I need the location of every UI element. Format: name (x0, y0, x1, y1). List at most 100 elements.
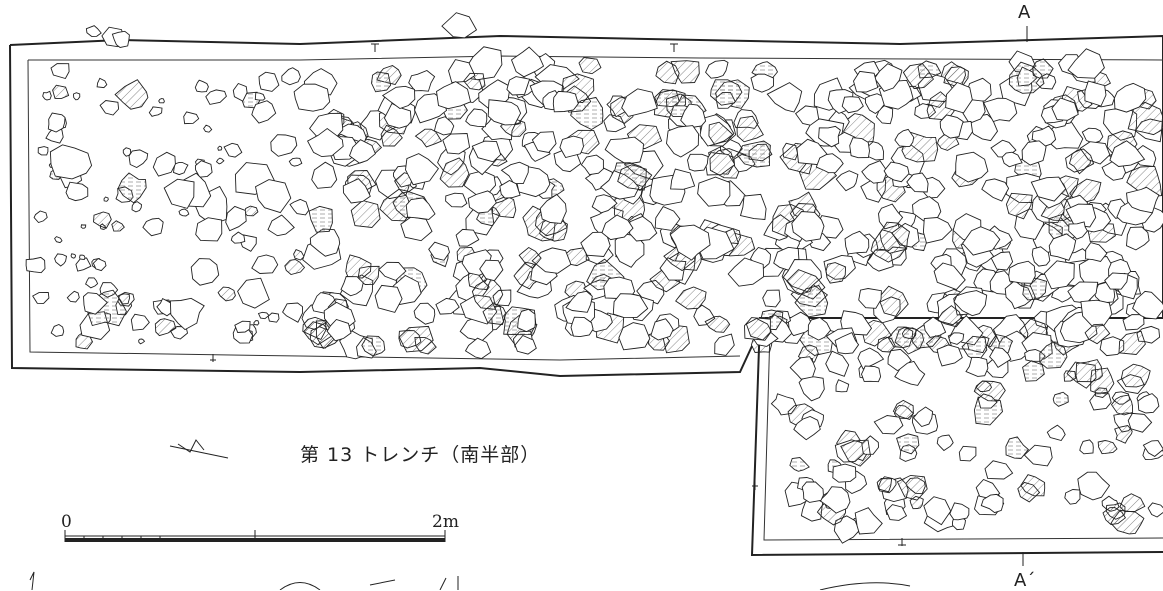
stone (570, 316, 594, 338)
stone (230, 231, 246, 244)
stone (621, 88, 658, 117)
stone (922, 217, 953, 244)
stone (841, 96, 864, 114)
stone (917, 60, 942, 79)
stone (612, 293, 649, 318)
stone (281, 67, 301, 86)
stone (138, 338, 146, 345)
stone (267, 312, 280, 323)
stone (441, 12, 478, 39)
stone (130, 313, 150, 331)
stone (1127, 101, 1163, 136)
stone (414, 128, 443, 148)
stone (282, 302, 304, 323)
stone (465, 108, 488, 128)
stone (405, 197, 436, 220)
stone (479, 259, 504, 282)
stone (455, 228, 480, 247)
stone (894, 360, 926, 386)
stone (1110, 394, 1134, 416)
stone (1052, 391, 1069, 407)
stone (1113, 82, 1147, 113)
stone (909, 495, 924, 510)
stone (864, 93, 886, 115)
stone (122, 147, 132, 157)
stone (405, 153, 439, 186)
stone (617, 164, 647, 191)
stone (111, 30, 130, 48)
stone (1005, 436, 1030, 459)
stone (981, 178, 1010, 202)
stone (1137, 393, 1160, 414)
stone (736, 115, 764, 143)
stone (253, 320, 260, 326)
stone (835, 170, 859, 192)
stone (1126, 226, 1150, 251)
stone (234, 320, 251, 333)
stone (75, 257, 92, 272)
stone (1022, 360, 1045, 382)
stone (445, 192, 468, 208)
stone (194, 160, 213, 178)
stone (309, 228, 341, 257)
stone (142, 217, 164, 237)
stone (580, 154, 604, 176)
stone (383, 102, 412, 129)
stone (1114, 425, 1133, 444)
stone (169, 297, 205, 331)
stone (293, 83, 331, 112)
stone (1147, 502, 1163, 518)
stone (833, 515, 860, 544)
stone (225, 205, 247, 232)
stone (433, 116, 455, 136)
stone (379, 188, 414, 222)
stone (766, 82, 803, 113)
stone (311, 161, 338, 189)
stone (1122, 314, 1145, 331)
stone (413, 302, 436, 325)
stone (49, 144, 93, 180)
stone (491, 195, 517, 219)
stone (825, 262, 847, 284)
stone (604, 136, 644, 165)
stone (885, 504, 908, 521)
stone (650, 318, 674, 341)
stone (955, 151, 989, 183)
stone (923, 496, 952, 526)
stone (789, 457, 810, 472)
stone (92, 258, 107, 272)
stone (1030, 176, 1067, 202)
stone (601, 214, 634, 241)
stone (948, 332, 965, 345)
stone (52, 84, 70, 99)
stone (518, 246, 542, 269)
stone (687, 153, 709, 172)
stone (832, 463, 857, 483)
stone (801, 481, 824, 503)
stone (708, 121, 734, 145)
stone (739, 193, 767, 220)
stone (982, 97, 1018, 123)
stone (825, 350, 850, 377)
stone (654, 206, 681, 231)
stone (50, 63, 70, 80)
stone (32, 292, 50, 304)
stone (844, 230, 870, 255)
stone (1008, 260, 1036, 284)
stone (93, 211, 112, 229)
stone (670, 60, 700, 84)
scale-bar-end-label: 2m (432, 512, 459, 532)
stone (989, 347, 1012, 369)
stone (284, 259, 306, 275)
north-arrow (169, 439, 229, 459)
stone (50, 323, 65, 337)
stone (1120, 363, 1151, 388)
stone (1031, 246, 1051, 267)
stone (861, 365, 882, 383)
stone (79, 254, 86, 260)
stone (629, 215, 658, 242)
stone (877, 336, 896, 353)
stone (858, 288, 882, 309)
stone (1127, 412, 1153, 433)
stone (243, 205, 259, 217)
